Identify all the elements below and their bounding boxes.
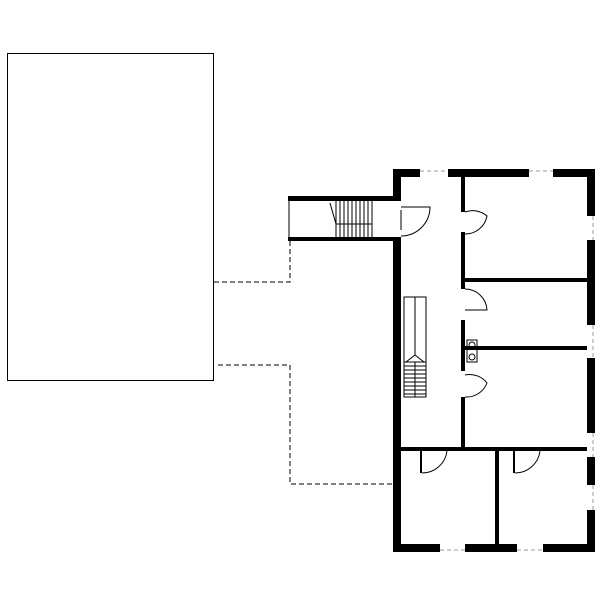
adjacent-building-outline <box>7 53 214 381</box>
interior-staircase <box>403 296 427 398</box>
dashed-connector-paths <box>214 240 398 485</box>
window-openings <box>420 170 594 551</box>
exterior-staircase <box>288 196 398 241</box>
interior-partitions <box>401 177 587 544</box>
kitchen-stove <box>466 339 478 363</box>
main-building-walls <box>393 169 595 552</box>
door-swings <box>400 206 541 474</box>
